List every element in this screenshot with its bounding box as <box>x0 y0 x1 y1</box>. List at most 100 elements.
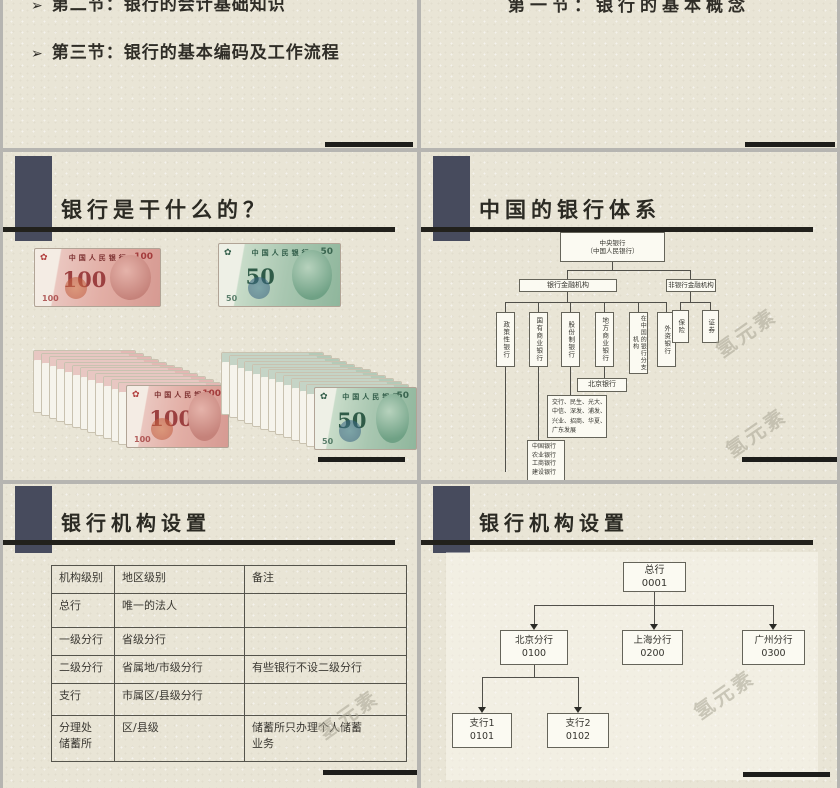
org-node-name: 支行1 <box>469 718 495 730</box>
slide-footer-line <box>325 142 413 147</box>
connector-line <box>567 292 568 302</box>
table-cell: 区/县级 <box>114 715 245 762</box>
arrow-down-icon <box>650 624 658 630</box>
banknote-50-image: ✿ 中国人民银行 50 50 50 <box>218 243 341 307</box>
banknote-seal <box>65 277 87 300</box>
org-node-beijing-branch: 北京分行 0100 <box>500 630 568 665</box>
connector-line <box>570 302 571 312</box>
org-node-name: 总行 <box>644 565 665 576</box>
org-node-state-owned-bank: 国有商业银行 <box>529 312 548 367</box>
connector-line <box>690 292 691 302</box>
table-cell: 省级分行 <box>114 627 245 656</box>
org-node-joint-stock-bank: 股份制银行 <box>561 312 580 367</box>
slide-thumbnail-banking-system[interactable]: 中国的银行体系 中央银行 （中国人民银行） 银行金融机构 非银行金融机构 政策性… <box>421 152 837 480</box>
org-node-code: 0100 <box>521 647 547 659</box>
toc-item: ➢ 第二节：银行的会计基础知识 <box>31 0 286 15</box>
table-cell <box>244 593 407 628</box>
slide-thumbnail-what-banks-do[interactable]: 银行是干什么的？ ✿ 中国人民银行 100 100 100 ✿ 中国人民银行 5… <box>3 152 417 480</box>
watermark: 氢元素 <box>711 303 782 363</box>
connector-line <box>505 302 506 312</box>
banknote-bank-label: 中国人民银行 <box>154 391 215 399</box>
slide-footer-line <box>743 772 830 777</box>
org-node-guangzhou-branch: 广州分行 0300 <box>742 630 805 665</box>
title-underline <box>3 227 395 232</box>
org-node-foreign-bank-branches: 在中国的银行分支机构 <box>629 312 648 374</box>
watermark: 氢元素 <box>721 403 792 463</box>
portrait-image <box>375 394 409 443</box>
connector-line <box>654 592 655 605</box>
table-cell: 储蓄所只办理个人储蓄 业务 <box>244 715 407 762</box>
connector-line <box>567 270 691 271</box>
org-node-bank-institutions: 银行金融机构 <box>519 279 617 292</box>
connector-line <box>710 302 711 310</box>
table-row: 分理处 储蓄所 区/县级 储蓄所只办理个人储蓄 业务 <box>51 715 407 762</box>
connector-line <box>505 367 506 472</box>
org-node-shanghai-branch: 上海分行 0200 <box>622 630 683 665</box>
org-node-sub-branch-2: 支行2 0102 <box>547 713 609 748</box>
banknote-corner-value: 50 <box>322 437 334 446</box>
table-cell: 支行 <box>51 683 115 716</box>
emblem-icon: ✿ <box>132 390 140 400</box>
org-node-name: 北京分行 <box>514 635 553 647</box>
org-node-sub-branch-1: 支行1 0101 <box>452 713 512 748</box>
connector-line <box>534 605 773 606</box>
arrow-down-icon <box>769 624 777 630</box>
connector-line <box>680 302 711 303</box>
banknote-bank-label: 中国人民银行 <box>251 249 312 257</box>
table-row: 支行 市属区/县级分行 <box>51 683 407 716</box>
banknote-seal <box>151 417 174 440</box>
connector-line <box>538 302 539 312</box>
table-cell <box>244 683 407 716</box>
toc-item-label: 第三节：银行的基本编码及工作流程 <box>51 43 340 63</box>
banknote-corner-value: 50 <box>396 391 409 401</box>
org-node-name: 支行2 <box>565 718 591 730</box>
table-row: 总行 唯一的法人 <box>51 593 407 628</box>
banknote-seal <box>248 276 271 299</box>
title-underline <box>421 227 813 232</box>
slide-thumbnail-section1[interactable]: 第一节：银行的基本概念 <box>421 0 837 148</box>
toc-item: ➢第三节：银行的基本编码及工作流程 <box>31 38 340 63</box>
connector-line <box>482 677 578 678</box>
section-title: 第一节：银行的基本概念 <box>508 0 750 16</box>
org-note-joint-stock-banks: 交行、民生、光大、 中信、深发、浦发、 兴业、招商、华夏、 广东发展 <box>547 395 607 438</box>
page-title: 银行机构设置 <box>479 511 629 535</box>
connector-line <box>482 677 483 707</box>
org-node-securities: 证券 <box>702 310 719 343</box>
bullet-icon: ➢ <box>31 0 44 14</box>
emblem-icon: ✿ <box>40 253 48 263</box>
table-header-cell: 机构级别 <box>51 565 115 594</box>
emblem-icon: ✿ <box>224 248 232 258</box>
slide-thumbnail-toc[interactable]: ➢ 第二节：银行的会计基础知识 ➢第三节：银行的基本编码及工作流程 <box>3 0 417 148</box>
table-cell <box>244 627 407 656</box>
connector-line <box>654 605 655 624</box>
toc-item-label: 第二节：银行的会计基础知识 <box>51 0 286 15</box>
connector-line <box>604 367 605 378</box>
page-title: 银行是干什么的？ <box>61 198 269 222</box>
table-header-cell: 备注 <box>244 565 407 594</box>
arrow-down-icon <box>574 707 582 713</box>
table-cell: 分理处 储蓄所 <box>51 715 115 762</box>
slide-footer-line <box>745 142 835 147</box>
connector-line <box>612 262 613 270</box>
connector-line <box>578 677 579 707</box>
connector-line <box>538 367 539 440</box>
slide-thumbnail-org-chart[interactable]: 银行机构设置 总行 0001 北京分行 0100 上海分行 0200 广州分行 … <box>421 484 837 788</box>
org-node-head-office: 总行 0001 <box>623 562 686 592</box>
org-node-policy-bank: 政策性银行 <box>496 312 515 367</box>
table-cell: 一级分行 <box>51 627 115 656</box>
table-row: 二级分行 省属地/市级分行 有些银行不设二级分行 <box>51 655 407 684</box>
banknote-corner-value: 50 <box>320 247 333 257</box>
connector-line <box>604 302 605 312</box>
org-node-central-bank: 中央银行 （中国人民银行） <box>560 232 665 262</box>
table-header-row: 机构级别 地区级别 备注 <box>51 565 407 594</box>
banknote-bank-label: 中国人民银行 <box>342 393 403 401</box>
page-title: 银行机构设置 <box>61 511 211 535</box>
org-node-code: 0200 <box>640 647 665 659</box>
portrait-image <box>291 250 332 300</box>
slide-thumbnail-org-levels[interactable]: 银行机构设置 机构级别 地区级别 备注 总行 唯一的法人 一级分行 省级分行 二… <box>3 484 417 788</box>
connector-line <box>773 605 774 624</box>
connector-line <box>505 302 667 303</box>
org-note-state-owned-banks: 中国银行 农业银行 工商银行 建设银行 <box>527 440 565 480</box>
portrait-image <box>110 254 152 301</box>
org-node-nonbank-institutions: 非银行金融机构 <box>666 279 716 292</box>
